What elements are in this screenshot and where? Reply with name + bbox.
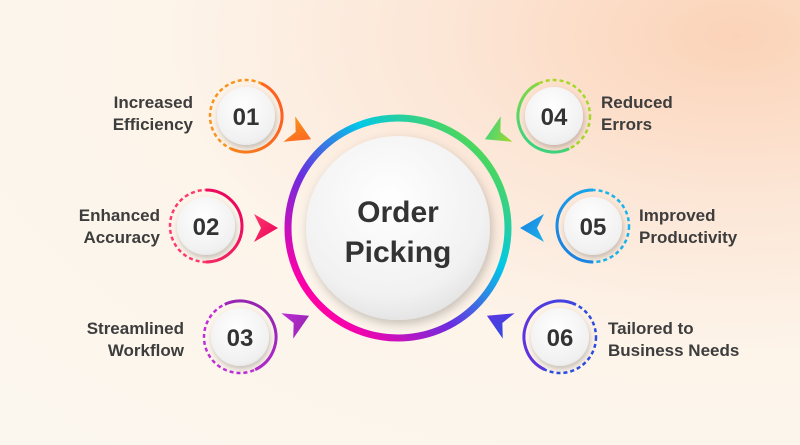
node-solid-arc: [208, 78, 284, 154]
label-06: Tailored to Business Needs: [608, 319, 740, 360]
node-disc: [525, 87, 583, 145]
node-number: 05: [580, 214, 607, 241]
node-disc: [177, 197, 235, 255]
node-06: 06: [486, 299, 598, 375]
label-01: Increased Efficiency: [112, 93, 193, 134]
node-number: 01: [233, 104, 260, 131]
node-arrow: [484, 116, 513, 142]
center-title-line2: Picking: [345, 236, 452, 269]
label-03: Streamlined Workflow: [86, 319, 184, 360]
node-solid-arc: [168, 188, 244, 264]
label-02: Enhanced Accuracy: [78, 206, 160, 247]
node-arrow: [283, 116, 312, 142]
node-disc: [564, 197, 622, 255]
node-number: 06: [547, 325, 574, 352]
node-disc: [217, 87, 275, 145]
center-disc: [306, 136, 490, 320]
node-number: 03: [227, 325, 254, 352]
label-04: Reduced Errors: [601, 93, 673, 134]
node-number: 04: [541, 104, 568, 131]
node-04: 04: [484, 78, 592, 154]
node-03: 03: [202, 299, 310, 375]
node-arrow: [520, 214, 544, 242]
node-arrow: [254, 214, 278, 242]
node-arrow: [281, 313, 310, 339]
node-01: 01: [208, 78, 312, 154]
center-node: Order Picking: [284, 114, 512, 342]
node-solid-arc: [202, 299, 278, 375]
center-ring: [284, 114, 512, 342]
node-disc: [531, 308, 589, 366]
node-05: 05: [520, 188, 631, 264]
node-solid-arc: [555, 188, 631, 264]
node-02: 02: [168, 188, 278, 264]
node-solid-arc: [516, 78, 592, 154]
label-05: Improved Productivity: [639, 206, 738, 247]
node-disc: [211, 308, 269, 366]
node-number: 02: [193, 214, 220, 241]
node-arrow: [486, 313, 515, 339]
center-title-line1: Order: [357, 196, 439, 229]
